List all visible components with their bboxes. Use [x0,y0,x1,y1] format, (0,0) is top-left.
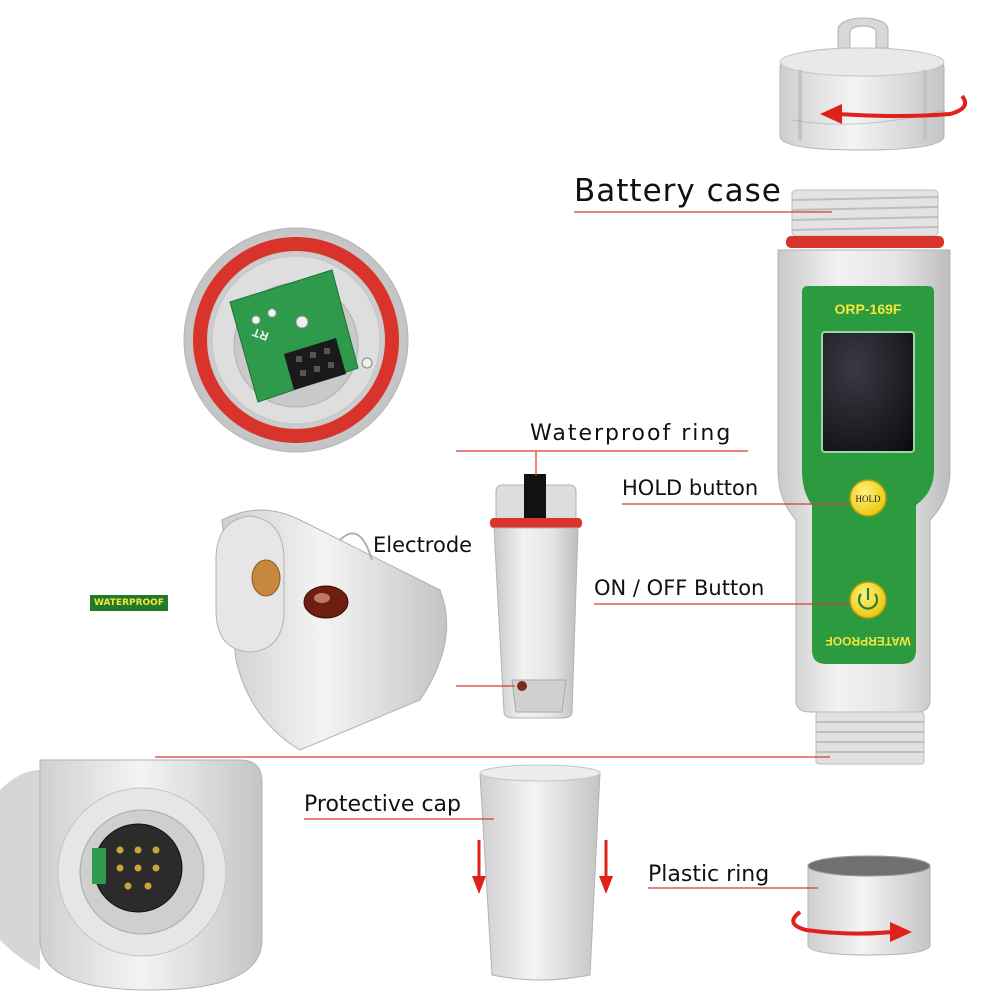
label-hold-button: HOLD button [622,476,759,500]
hold-button[interactable]: HOLD [849,479,887,517]
power-icon [857,588,879,610]
top-cap-rotate-arrow [820,94,967,124]
power-button[interactable] [849,581,887,619]
waterproof-mark: WATERPROOF [825,634,910,648]
label-protective-cap: Protective cap [304,792,461,817]
protective-cap [479,764,601,981]
hold-key-label: HOLD [856,494,881,504]
protective-cap-arrow-left [472,840,486,894]
top-cap [779,17,946,151]
label-electrode: Electrode [373,533,473,557]
leader-lines [155,211,850,889]
connector-socket [284,338,346,390]
label-battery-case: Battery case [574,173,782,209]
plastic-ring [807,855,931,956]
circuit-board [229,269,373,403]
label-on-off-button: ON / OFF Button [594,576,765,600]
label-plastic-ring: Plastic ring [648,862,770,887]
model-label: ORP-169F [835,301,902,317]
plastic-ring-rotate-arrow [791,910,912,942]
waterproof-badge: WATERPROOF [90,595,168,611]
meter-body [777,189,951,765]
connector-end-view [0,759,263,991]
protective-cap-arrow-right [599,840,613,894]
label-waterproof-ring: Waterproof ring [530,421,733,446]
electrode-tip-view [215,509,448,751]
board-silkscreen: RT [250,325,270,344]
electrode-probe [490,474,582,719]
